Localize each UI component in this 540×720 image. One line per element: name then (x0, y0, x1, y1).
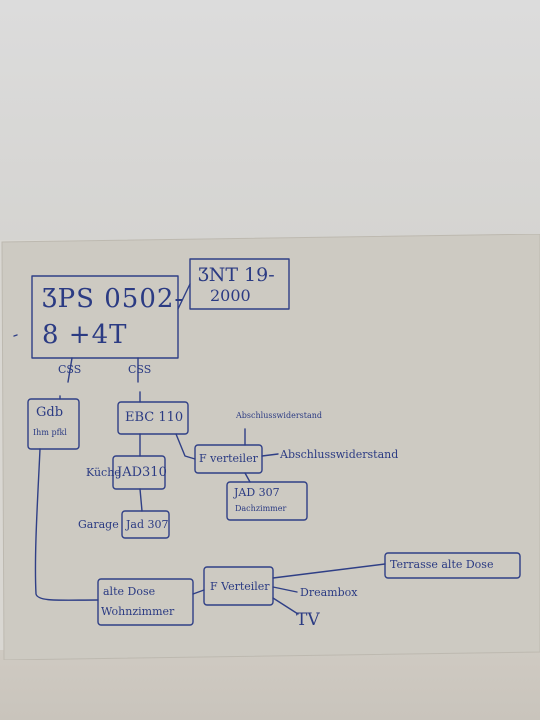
ebc-label: EBC 110 (125, 410, 184, 425)
alte-dose-line2: Wohnzimmer (101, 605, 175, 618)
line-main-css-left (67, 357, 73, 383)
table-surface (0, 650, 540, 720)
gdb-line1: Gdb (36, 405, 64, 420)
paper-sheet: ƷPS 0502- 8 +4T ƷNT 19- 2000 CSS CSS Gdb… (0, 234, 540, 660)
kueche-label: Küche (86, 466, 121, 479)
line-jad310-jad307 (139, 488, 143, 512)
main-unit-box (31, 275, 179, 359)
dreambox-label: Dreambox (300, 586, 358, 599)
line-ebc-fverteiler (175, 433, 196, 460)
css-left-label: CSS (58, 363, 82, 376)
jad307-right-box (226, 481, 308, 521)
power-unit-line1: ƷNT 19- (198, 264, 275, 286)
css-mid-label: CSS (128, 363, 152, 376)
jad310-label: JAD310 (117, 465, 167, 480)
jad307-top-label: Jad 307 (126, 518, 169, 531)
line-fverteiler-dreambox (272, 586, 298, 593)
terrasse-label: Terrasse alte Dose (390, 558, 494, 571)
pen-mark (13, 334, 18, 337)
alte-dose-line1: alte Dose (103, 585, 156, 598)
line-fverteiler-jad307 (244, 472, 251, 483)
garage-label: Garage (78, 518, 119, 531)
f-verteiler-bottom-label: F Verteiler (210, 580, 270, 593)
line-altedose-fverteiler (192, 589, 205, 595)
wall-background (0, 0, 540, 240)
diagram-canvas (1, 234, 540, 660)
terrasse-box (384, 552, 521, 579)
jad307-top-box (121, 510, 170, 539)
line-fverteiler-tv (272, 597, 299, 615)
main-unit-line1: ƷPS 0502- (42, 284, 185, 314)
line-main-power (177, 283, 191, 310)
ebc-box (117, 401, 189, 435)
alte-dose-box (97, 578, 194, 626)
tv-label: TV (296, 610, 320, 630)
f-verteiler-bottom-box (203, 566, 274, 606)
jad310-box (112, 455, 166, 490)
gdb-line2: Ihm pfkl (33, 428, 67, 437)
line-fverteiler-terrasse (272, 563, 386, 579)
line-fverteiler-abschluss-right (261, 453, 279, 457)
jad307-right-line2: Dachzimmer (235, 504, 287, 513)
f-verteiler-top-label: F verteiler (199, 452, 258, 465)
gdb-box (27, 398, 80, 450)
jad307-right-line1: JAD 307 (234, 486, 280, 499)
main-unit-line2: 8 +4T (42, 320, 128, 350)
line-gdb-altedose (34, 448, 99, 601)
power-unit-line2: 2000 (210, 286, 251, 305)
abschluss-right-label: Abschlusswiderstand (280, 448, 399, 461)
abschluss-upper-label: Abschlusswiderstand (236, 411, 323, 420)
